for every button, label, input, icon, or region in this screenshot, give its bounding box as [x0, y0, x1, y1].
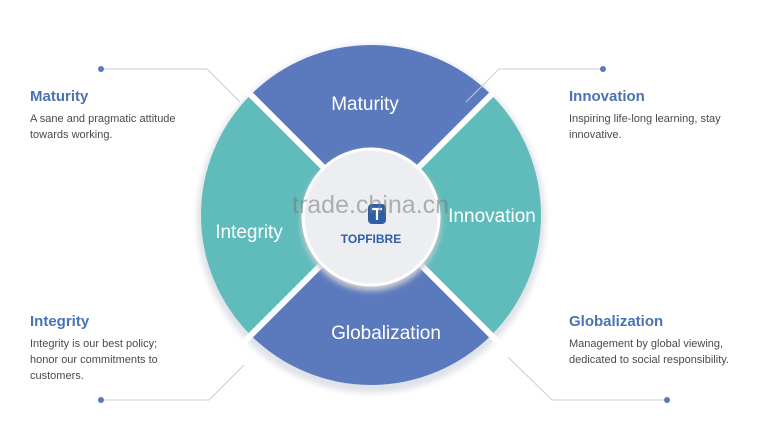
block-desc-line: towards working.: [30, 129, 113, 141]
block-title-globalization: Globalization: [569, 313, 664, 330]
block-desc-line: Inspiring life-long learning, stay: [569, 113, 721, 125]
block-desc-line: Management by global viewing,: [569, 338, 724, 350]
segment-label-maturity: Maturity: [331, 94, 399, 115]
connector-lines: [101, 68, 667, 401]
block-desc-line: A sane and pragmatic attitude: [30, 113, 176, 125]
topfibre-logo-icon: [368, 204, 386, 224]
dot-integrity: [98, 397, 104, 403]
block-desc-integrity: Integrity is our best policy; honor our …: [30, 336, 200, 384]
block-integrity: Integrity Integrity is our best policy; …: [30, 313, 200, 384]
connector-integrity: [101, 364, 245, 401]
connector-innovation: [465, 68, 603, 103]
block-desc-globalization: Management by global viewing, dedicated …: [569, 336, 759, 368]
dot-globalization: [664, 397, 670, 403]
connector-maturity: [101, 68, 241, 103]
block-desc-line: customers.: [30, 370, 84, 382]
block-desc-line: innovative.: [569, 129, 622, 141]
block-desc-maturity: A sane and pragmatic attitude towards wo…: [30, 111, 210, 143]
dot-maturity: [98, 66, 104, 72]
block-globalization: Globalization Management by global viewi…: [569, 313, 759, 368]
dot-innovation: [600, 66, 606, 72]
block-title-integrity: Integrity: [30, 313, 90, 330]
block-desc-line: dedicated to social responsibility.: [569, 354, 729, 366]
segment-label-globalization: Globalization: [331, 323, 441, 344]
block-desc-line: Integrity is our best policy;: [30, 338, 158, 350]
block-innovation: Innovation Inspiring life-long learning,…: [569, 88, 759, 143]
connector-globalization: [507, 356, 667, 401]
center-brand: TOPFIBRE: [341, 232, 401, 246]
block-maturity: Maturity A sane and pragmatic attitude t…: [30, 88, 210, 143]
block-desc-innovation: Inspiring life-long learning, stay innov…: [569, 111, 759, 143]
segment-label-integrity: Integrity: [215, 222, 283, 243]
block-desc-line: honor our commitments to: [30, 354, 158, 366]
connector-dots: [98, 66, 670, 403]
block-title-innovation: Innovation: [569, 88, 645, 105]
segment-label-innovation: Innovation: [448, 206, 536, 227]
block-title-maturity: Maturity: [30, 88, 89, 105]
watermark: trade.china.cn: [292, 191, 450, 219]
